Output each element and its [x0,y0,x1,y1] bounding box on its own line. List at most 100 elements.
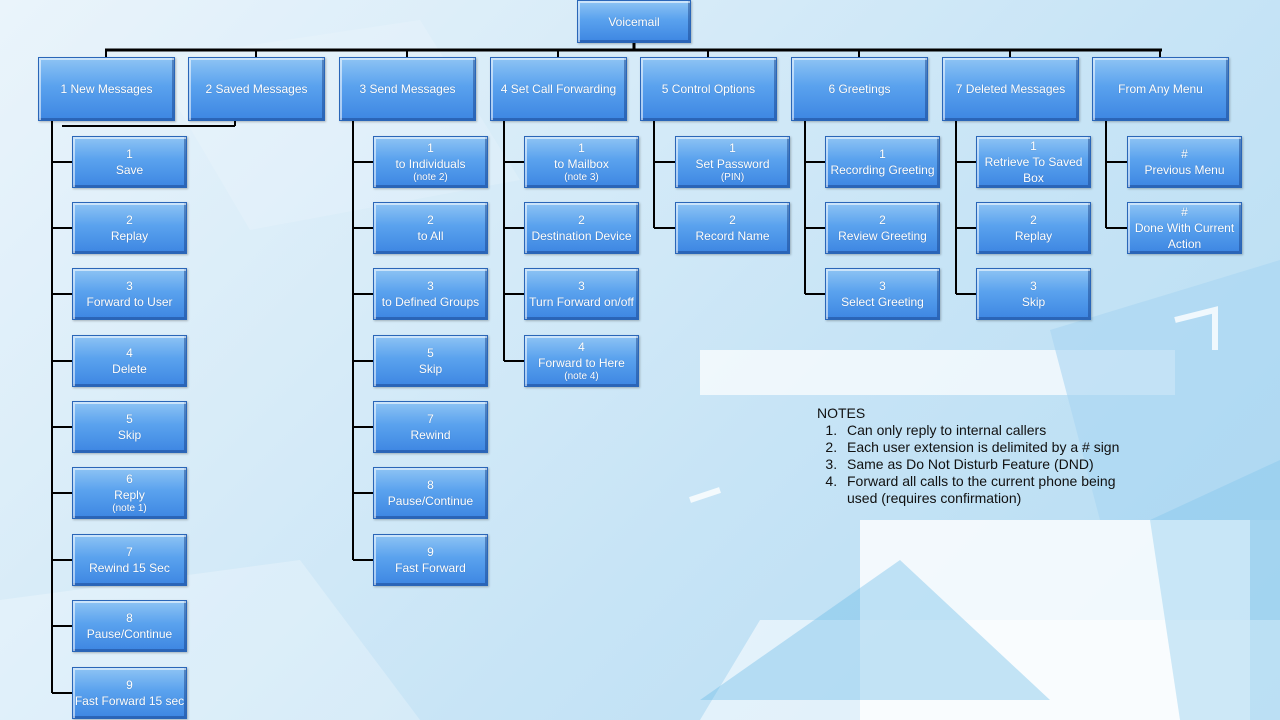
item-number: 7 [427,412,434,426]
item-number: 3 [1030,279,1037,293]
menu-item-3-1[interactable]: 1 to Individuals(note 2) [373,136,488,188]
item-label: Replay [110,229,149,243]
menu-item-3-3[interactable]: 3 to Defined Groups [373,268,488,320]
item-number: 5 [427,346,434,360]
item-number: 2 [729,213,736,227]
item-note: (PIN) [720,172,745,183]
item-label: Recording Greeting [830,163,935,177]
menu-item-8-1[interactable]: #Previous Menu [1127,136,1242,188]
item-number: 2 [126,213,133,227]
item-label: Rewind 15 Sec [89,561,170,575]
menu-header-label: 2 Saved Messages [205,82,308,96]
note-item: Each user extension is delimited by a # … [841,439,1137,456]
menu-header-2[interactable]: 2 Saved Messages [188,57,325,121]
menu-header-label: 3 Send Messages [359,82,456,96]
item-number: 1 [427,141,434,155]
item-note: (note 3) [564,172,599,183]
item-label: Rewind [410,428,451,442]
menu-header-label: From Any Menu [1118,82,1203,96]
item-label: Save [115,163,144,177]
notes-title: NOTES [817,405,866,421]
menu-header-label: 4 Set Call Forwarding [500,82,617,96]
notes-panel: NOTES Can only reply to internal callers… [817,405,1137,507]
item-label: Destination Device [531,229,632,243]
menu-header-label: 7 Deleted Messages [955,82,1066,96]
menu-item-8-2[interactable]: #Done With Current Action [1127,202,1242,254]
note-item: Forward all calls to the current phone b… [841,473,1137,507]
menu-header-3[interactable]: 3 Send Messages [339,57,476,121]
item-label: Retrieve To Saved Box [984,155,1083,185]
menu-header-7[interactable]: 7 Deleted Messages [942,57,1079,121]
item-note: (note 1) [112,503,147,514]
item-label: Previous Menu [1144,163,1225,177]
menu-header-6[interactable]: 6 Greetings [791,57,928,121]
item-number: 3 [879,279,886,293]
item-number: 1 [1030,139,1037,153]
item-label: Replay [1014,229,1053,243]
item-label: Done With Current Action [1134,221,1235,251]
item-label: Forward to Here [538,356,625,370]
item-label: Record Name [695,229,770,243]
note-item: Can only reply to internal callers [841,422,1137,439]
menu-header-1[interactable]: 1 New Messages [38,57,175,121]
item-label: Skip [1021,295,1046,309]
item-number: 3 [578,279,585,293]
voicemail-root-box[interactable]: Voicemail [577,0,691,43]
item-label: Select Greeting [841,295,924,309]
menu-item-3-2[interactable]: 2 to All [373,202,488,254]
item-number: 3 [126,279,133,293]
item-label: to Mailbox [554,157,609,171]
item-number: 6 [126,472,133,486]
item-number: 2 [879,213,886,227]
item-label: Fast Forward 15 sec [74,694,185,708]
item-number: 3 [427,279,434,293]
item-label: Skip [117,428,142,442]
item-note: (note 2) [413,172,448,183]
menu-header-5[interactable]: 5 Control Options [640,57,777,121]
item-label: Turn Forward on/off [529,295,634,309]
item-number: 7 [126,545,133,559]
menu-header-8[interactable]: From Any Menu [1092,57,1229,121]
menu-header-label: 1 New Messages [60,82,153,96]
item-label: Reply [114,488,145,502]
menu-header-4[interactable]: 4 Set Call Forwarding [490,57,627,121]
item-number: 9 [427,545,434,559]
item-number: 4 [126,346,133,360]
item-label: to Defined Groups [381,295,480,309]
item-number: 8 [126,611,133,625]
item-number: 4 [578,340,585,354]
item-number: 5 [126,412,133,426]
menu-header-label: 5 Control Options [661,82,756,96]
item-label: to All [417,229,444,243]
item-label: to Individuals [395,157,466,171]
item-number: 1 [126,147,133,161]
item-label: Delete [112,362,147,376]
item-number: 2 [427,213,434,227]
item-number: 1 [879,147,886,161]
